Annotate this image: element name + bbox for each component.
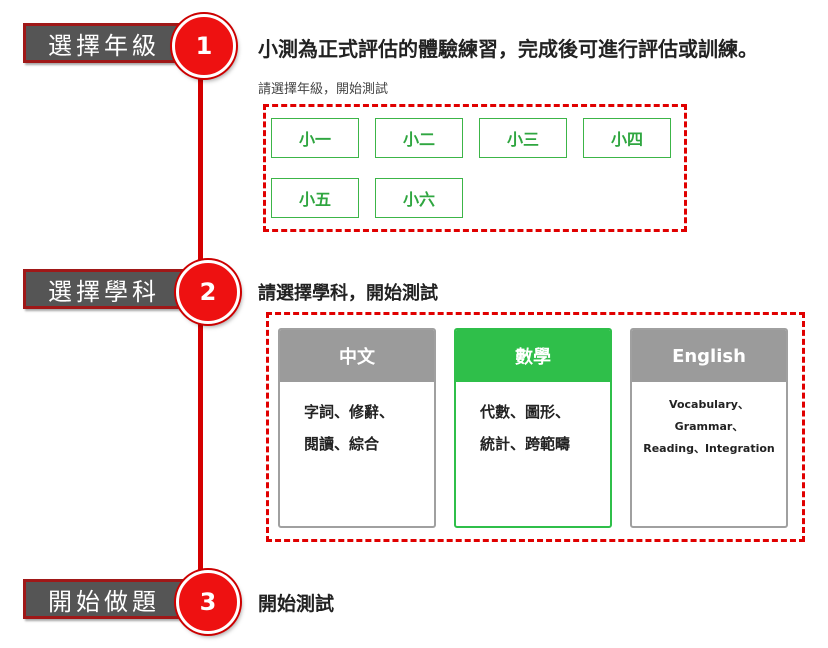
grade-button-p2[interactable]: 小二 <box>375 118 463 158</box>
subject-card-title: 中文 <box>280 330 434 382</box>
subject-card-math[interactable]: 數學 代數、圖形、 統計、跨範疇 <box>454 328 612 528</box>
grade-button-p5[interactable]: 小五 <box>271 178 359 218</box>
step-number-3: 3 <box>176 570 240 634</box>
subject-card-title: 數學 <box>456 330 610 382</box>
subject-card-topics: Vocabulary、Grammar、 Reading、Integration <box>632 382 786 460</box>
subject-selection-box <box>266 312 805 542</box>
step-label-select-subject: 選擇學科 <box>23 269 185 309</box>
subject-card-topics: 字詞、修辭、 閱讀、綜合 <box>280 382 434 460</box>
step-label-start-questions: 開始做題 <box>23 579 185 619</box>
subject-topic-line: 字詞、修辭、 <box>304 403 395 421</box>
step-number-2: 2 <box>176 260 240 324</box>
subject-topic-line: Reading、Integration <box>643 442 775 455</box>
subject-topic-line: 統計、跨範疇 <box>480 435 571 453</box>
step-number-1: 1 <box>172 14 236 78</box>
step-label-select-grade: 選擇年級 <box>23 23 185 63</box>
subject-topic-line: 代數、圖形、 <box>480 403 571 421</box>
grade-button-p6[interactable]: 小六 <box>375 178 463 218</box>
grade-button-p4[interactable]: 小四 <box>583 118 671 158</box>
step1-heading: 小測為正式評估的體驗練習，完成後可進行評估或訓練。 <box>258 37 758 61</box>
grade-selection-box <box>263 104 687 232</box>
grade-button-p1[interactable]: 小一 <box>271 118 359 158</box>
subject-card-topics: 代數、圖形、 統計、跨範疇 <box>456 382 610 460</box>
subject-topic-line: 閱讀、綜合 <box>304 435 380 453</box>
step2-heading: 請選擇學科，開始測試 <box>258 283 438 304</box>
start-test-link[interactable]: 開始測試 <box>258 593 335 615</box>
grade-instruction: 請選擇年級，開始測試 <box>258 82 389 97</box>
subject-topic-line: Vocabulary、Grammar、 <box>669 398 749 433</box>
subject-card-english[interactable]: English Vocabulary、Grammar、 Reading、Inte… <box>630 328 788 528</box>
subject-card-title: English <box>632 330 786 382</box>
subject-card-chinese[interactable]: 中文 字詞、修辭、 閱讀、綜合 <box>278 328 436 528</box>
grade-button-p3[interactable]: 小三 <box>479 118 567 158</box>
